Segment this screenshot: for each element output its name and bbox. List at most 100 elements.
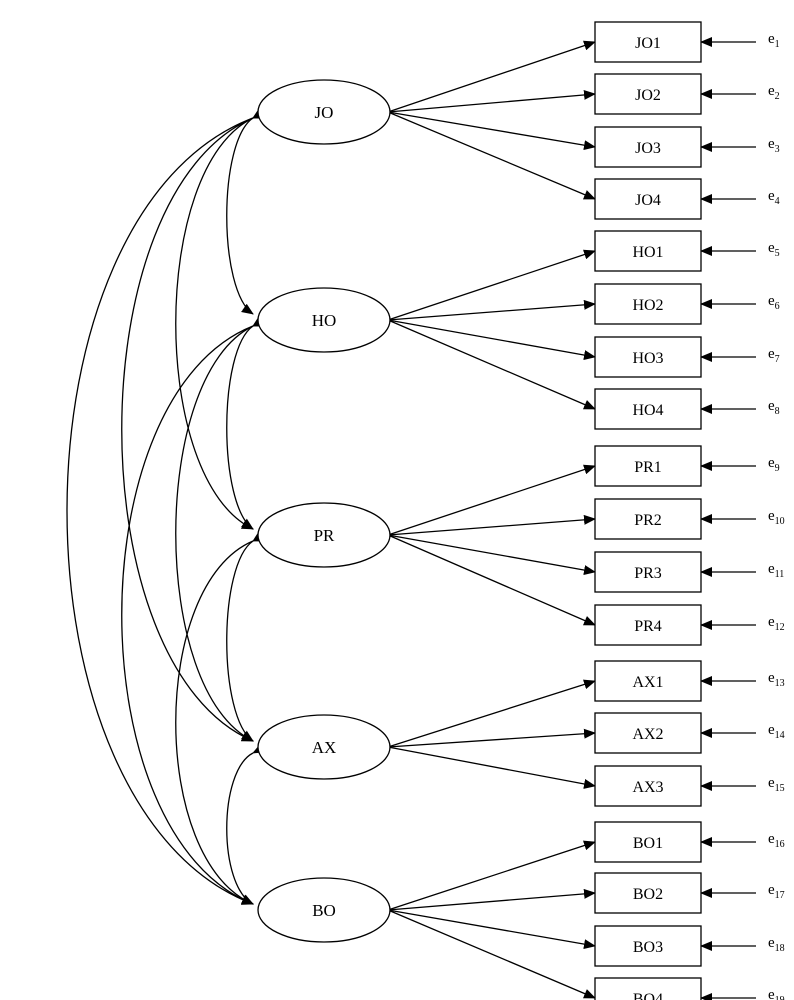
covariance-arc-ho-pr: [226, 315, 265, 530]
latent-ho-label: HO: [312, 311, 337, 330]
error-e6-letter: e: [768, 293, 775, 309]
error-e10-letter: e: [768, 508, 775, 524]
loading-arrow-ho-ho2: [387, 299, 596, 321]
loading-arrow-ax-ax2: [387, 728, 596, 748]
loading-arrow-bo-bo4: [387, 909, 596, 999]
indicator-pr4-box: [594, 604, 702, 646]
loading-arrow-bo-bo1: [387, 840, 596, 911]
error-e5-letter: e: [768, 240, 775, 256]
error-label-e13: e13: [768, 670, 785, 689]
indicator-ho1-box: [594, 230, 702, 272]
loading-arrow-pr-pr1: [387, 464, 596, 536]
error-e1-subscript: 1: [775, 39, 780, 50]
error-label-e7: e7: [768, 346, 780, 365]
error-e1-letter: e: [768, 31, 775, 47]
indicator-bo3-label: BO3: [633, 939, 663, 956]
loading-arrow-bo-bo2: [387, 888, 596, 911]
indicator-ho2-box: [594, 283, 702, 325]
loading-arrow-ax-ax3: [387, 746, 596, 789]
latent-pr-label: PR: [314, 526, 335, 545]
error-e4-subscript: 4: [775, 196, 780, 207]
error-e6-subscript: 6: [775, 301, 780, 312]
error-e4-letter: e: [768, 188, 775, 204]
covariance-arc-ho-bo: [121, 317, 266, 905]
indicator-bo1-label: BO1: [633, 835, 663, 852]
latent-ax-ellipse: [257, 714, 391, 780]
error-e8-subscript: 8: [775, 406, 780, 417]
loading-arrow-ho-ho1: [387, 249, 596, 321]
error-label-e12: e12: [768, 614, 785, 633]
indicator-ax3-box: [594, 765, 702, 807]
error-e3-letter: e: [768, 136, 775, 152]
covariance-arc-jo-pr: [175, 108, 266, 530]
latent-ax-label: AX: [312, 738, 337, 757]
error-label-e18: e18: [768, 935, 785, 954]
error-label-e14: e14: [768, 722, 785, 741]
indicator-pr4-label: PR4: [634, 618, 662, 635]
error-label-e3: e3: [768, 136, 780, 155]
loading-arrow-jo-jo4: [387, 111, 596, 200]
loading-arrow-ax-ax1: [387, 679, 596, 748]
indicator-ho4-label: HO4: [632, 402, 663, 419]
indicator-pr1-label: PR1: [634, 459, 662, 476]
indicator-jo2-box: [594, 73, 702, 115]
error-e8-letter: e: [768, 398, 775, 414]
indicator-jo1-label: JO1: [635, 35, 661, 52]
indicator-ax2-box: [594, 712, 702, 754]
error-e17-subscript: 17: [775, 890, 785, 901]
error-label-e4: e4: [768, 188, 780, 207]
covariance-arc-jo-ax: [121, 109, 266, 742]
indicator-ho2-label: HO2: [632, 297, 663, 314]
error-e13-subscript: 13: [775, 678, 785, 689]
covariance-arc-jo-bo: [66, 109, 266, 905]
error-e12-letter: e: [768, 614, 775, 630]
error-e18-subscript: 18: [775, 943, 785, 954]
loading-arrow-bo-bo3: [387, 909, 596, 950]
loading-arrow-ho-ho4: [387, 319, 596, 410]
error-label-e10: e10: [768, 508, 785, 527]
indicator-pr1-box: [594, 445, 702, 487]
error-e3-subscript: 3: [775, 144, 780, 155]
indicator-pr2-box: [594, 498, 702, 540]
error-e9-letter: e: [768, 455, 775, 471]
error-label-e17: e17: [768, 882, 785, 901]
error-e2-subscript: 2: [775, 91, 780, 102]
error-label-e15: e15: [768, 775, 785, 794]
error-e17-letter: e: [768, 882, 775, 898]
loading-arrow-ho-ho3: [387, 319, 596, 360]
error-e2-letter: e: [768, 83, 775, 99]
indicator-ax1-box: [594, 660, 702, 702]
covariance-arc-ax-bo: [226, 743, 266, 905]
loading-arrow-pr-pr2: [387, 514, 596, 536]
latent-pr-ellipse: [257, 502, 391, 568]
indicator-jo1-box: [594, 21, 702, 63]
loading-arrow-jo-jo1: [387, 40, 596, 113]
error-e16-subscript: 16: [775, 839, 785, 850]
error-label-e8: e8: [768, 398, 780, 417]
indicator-ho3-label: HO3: [632, 350, 663, 367]
loading-arrow-pr-pr4: [387, 534, 596, 626]
error-e7-subscript: 7: [775, 354, 780, 365]
error-label-e19: e19: [768, 987, 785, 1000]
covariance-arc-pr-ax: [226, 530, 265, 742]
error-e12-subscript: 12: [775, 622, 785, 633]
error-label-e16: e16: [768, 831, 785, 850]
error-label-e9: e9: [768, 455, 780, 474]
indicator-bo3-box: [594, 925, 702, 967]
error-e19-subscript: 19: [775, 995, 785, 1000]
latent-jo-label: JO: [315, 103, 334, 122]
error-e13-letter: e: [768, 670, 775, 686]
error-e5-subscript: 5: [775, 248, 780, 259]
error-label-e6: e6: [768, 293, 780, 312]
covariance-arcs: [66, 107, 266, 905]
indicator-bo4-box: [594, 977, 702, 1000]
latent-bo-label: BO: [312, 901, 336, 920]
error-label-e1: e1: [768, 31, 780, 50]
indicator-jo3-box: [594, 126, 702, 168]
loading-arrow-jo-jo3: [387, 111, 596, 151]
error-e7-letter: e: [768, 346, 775, 362]
covariance-arc-pr-bo: [175, 532, 266, 905]
indicator-jo4-box: [594, 178, 702, 220]
